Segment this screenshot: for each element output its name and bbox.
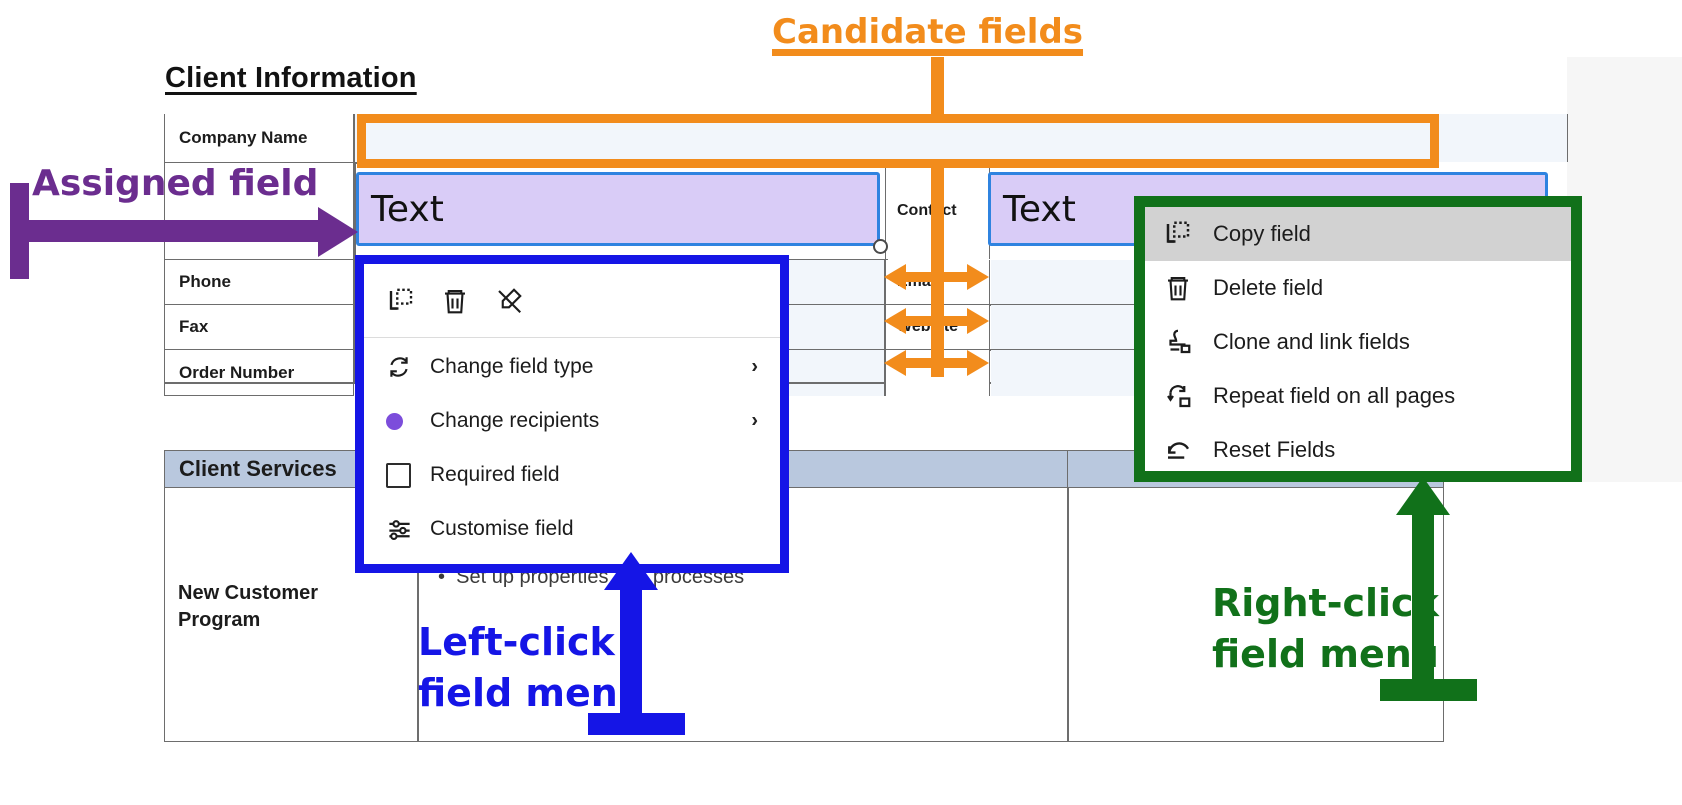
context-item-repeat-field-on-all-pages[interactable]: Repeat field on all pages <box>1145 369 1571 423</box>
chevron-right-icon: › <box>751 355 758 378</box>
unassign-field-icon[interactable] <box>494 286 524 316</box>
candidate-pointer-stem-top <box>931 57 944 122</box>
row-label-new-customer-program: New Customer Program <box>178 582 319 631</box>
recipient-dot-icon <box>386 412 420 430</box>
menu-item-required-field[interactable]: Required field <box>364 448 780 502</box>
right-menu-items: Copy field Delete field <box>1145 207 1571 477</box>
menu-item-label: Customise field <box>430 517 574 540</box>
left-menu-toolbar <box>364 264 780 338</box>
assigned-field-company[interactable]: Text <box>356 172 880 246</box>
context-item-copy-field[interactable]: Copy field <box>1145 207 1571 261</box>
left-click-field-menu[interactable]: Change field type › Change recipients › … <box>355 255 789 573</box>
annotation-left-click-menu-label: Left-click field menu <box>418 620 645 716</box>
right-click-arrow-shaft <box>1412 500 1434 690</box>
menu-item-label: Change recipients <box>430 409 600 432</box>
trash-icon <box>1163 273 1205 303</box>
row-divider-3 <box>164 304 1568 306</box>
annotation-right-click-menu-label: Right-click field menu <box>1212 581 1439 677</box>
candidate-arrow-website <box>884 308 989 334</box>
candidate-arrow-email <box>884 264 989 290</box>
copy-field-icon <box>1163 219 1205 249</box>
stamp-icon <box>1163 327 1205 357</box>
candidate-field-highlight-box <box>357 114 1439 168</box>
context-item-label: Repeat field on all pages <box>1213 383 1456 408</box>
repeat-icon <box>1163 381 1205 411</box>
right-click-field-menu[interactable]: Copy field Delete field <box>1134 196 1582 482</box>
document-section-title: Client Information <box>165 62 417 94</box>
menu-item-customise-field[interactable]: Customise field <box>364 502 780 556</box>
context-item-label: Copy field <box>1213 221 1311 246</box>
copy-field-icon[interactable] <box>386 286 416 316</box>
trash-icon[interactable] <box>440 286 470 316</box>
menu-item-label: Change field type <box>430 355 594 378</box>
left-menu-items: Change field type › Change recipients › … <box>364 340 780 556</box>
checkbox-icon[interactable] <box>386 462 420 488</box>
candidate-arrow-extra <box>884 350 989 376</box>
row-label-order-number: Order Number <box>164 350 354 396</box>
context-item-reset-fields[interactable]: Reset Fields <box>1145 423 1571 477</box>
sliders-icon <box>386 516 420 543</box>
row-label-company-name: Company Name <box>164 114 354 162</box>
context-item-label: Reset Fields <box>1213 437 1336 462</box>
field-resize-handle[interactable] <box>873 239 888 254</box>
undo-icon <box>1163 435 1205 465</box>
annotation-assigned-field-label: Assigned field <box>32 163 319 204</box>
left-click-arrow-foot <box>588 713 685 735</box>
col-divider-1 <box>417 488 419 742</box>
context-item-label: Clone and link fields <box>1213 329 1410 354</box>
context-item-label: Delete field <box>1213 275 1324 300</box>
left-click-arrow-shaft <box>620 573 642 718</box>
annotation-candidate-fields-label: Candidate fields <box>772 12 1084 52</box>
menu-item-label: Required field <box>430 463 560 486</box>
menu-item-change-recipients[interactable]: Change recipients › <box>364 394 780 448</box>
right-click-arrow-foot <box>1380 679 1477 701</box>
row-label-phone: Phone <box>164 260 354 304</box>
chevron-right-icon: › <box>751 409 758 432</box>
row-label-fax: Fax <box>164 305 354 349</box>
refresh-icon <box>386 354 420 380</box>
col-divider-2 <box>1067 488 1069 742</box>
menu-item-change-field-type[interactable]: Change field type › <box>364 340 780 394</box>
page-gutter <box>1567 57 1682 482</box>
table-bottom-border <box>164 382 1568 384</box>
assigned-arrow-shaft <box>10 220 323 242</box>
context-item-delete-field[interactable]: Delete field <box>1145 261 1571 315</box>
context-item-clone-and-link-fields[interactable]: Clone and link fields <box>1145 315 1571 369</box>
assigned-arrow-head <box>318 207 358 257</box>
row-divider-4 <box>164 349 1568 351</box>
